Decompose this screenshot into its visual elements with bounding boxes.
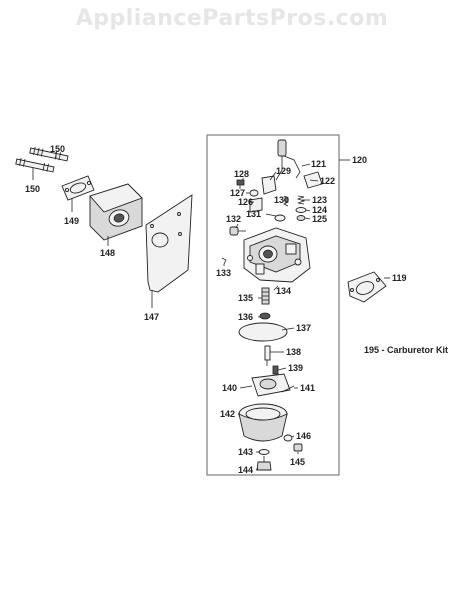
float-140 — [251, 373, 291, 397]
callout-125: 125 — [312, 214, 327, 224]
callout-120: 120 — [352, 155, 367, 165]
callout-137: 137 — [296, 323, 311, 333]
spring-123 — [296, 195, 306, 205]
callout-150-upper: 150 — [50, 144, 65, 154]
callout-140: 140 — [222, 383, 237, 393]
spacer-148 — [89, 183, 143, 241]
callout-136: 136 — [238, 312, 253, 322]
clip-139 — [272, 365, 279, 375]
washer-131 — [274, 214, 286, 222]
watermark-logo: AppliancePartsPros.com — [75, 6, 389, 31]
callout-129: 129 — [276, 166, 291, 176]
carburetor-body — [243, 227, 311, 283]
screw-132 — [229, 226, 246, 236]
bowl-bolt-144 — [256, 456, 272, 471]
callout-124: 124 — [312, 205, 327, 215]
callout-141: 141 — [300, 383, 315, 393]
bowl-gasket-137 — [238, 322, 288, 342]
choke-shaft-121 — [275, 139, 301, 181]
drain-screw-145 — [293, 443, 303, 452]
bracket-126 — [249, 197, 263, 213]
callout-138: 138 — [286, 347, 301, 357]
callout-123: 123 — [312, 195, 327, 205]
callout-149: 149 — [64, 216, 79, 226]
callout-132: 132 — [226, 214, 241, 224]
float-bowl-142 — [238, 403, 288, 442]
callout-122: 122 — [320, 176, 335, 186]
stud-lower — [15, 157, 55, 173]
gasket-149 — [61, 175, 95, 201]
washer-146 — [283, 434, 293, 442]
float-needle-138 — [264, 345, 271, 366]
callout-147: 147 — [144, 312, 159, 322]
callout-130: 130 — [274, 195, 289, 205]
screw-128 — [236, 179, 245, 189]
spring-130 — [283, 195, 289, 207]
callout-134: 134 — [276, 286, 291, 296]
callout-135: 135 — [238, 293, 253, 303]
callout-127: 127 — [230, 188, 245, 198]
callout-119: 119 — [392, 273, 407, 283]
callout-142: 142 — [220, 409, 235, 419]
screw-133 — [221, 257, 227, 265]
callout-131: 131 — [246, 209, 261, 219]
washer-124 — [295, 207, 307, 213]
callout-144: 144 — [238, 465, 253, 475]
nozzle-136 — [259, 312, 271, 320]
heat-shield-147 — [145, 194, 193, 293]
carburetor-assembly-box — [206, 134, 340, 476]
callout-128: 128 — [234, 169, 249, 179]
callout-148: 148 — [100, 248, 115, 258]
callout-150-lower: 150 — [25, 184, 40, 194]
callout-145: 145 — [290, 457, 305, 467]
callout-146: 146 — [296, 431, 311, 441]
float-pin-141 — [281, 385, 295, 393]
callout-121: 121 — [311, 159, 326, 169]
callout-139: 139 — [288, 363, 303, 373]
callout-143: 143 — [238, 447, 253, 457]
seal-125 — [296, 215, 306, 221]
washer-143 — [258, 449, 270, 455]
gasket-119 — [347, 271, 387, 303]
lever-129 — [261, 175, 277, 195]
washer-127 — [249, 189, 259, 197]
callout-126: 126 — [238, 197, 253, 207]
carburetor-kit-label: 195 - Carburetor Kit — [364, 345, 448, 355]
callout-133: 133 — [216, 268, 231, 278]
callout-labels: 150 150 149 148 147 120 121 122 123 124 … — [25, 144, 448, 475]
main-jet-135 — [261, 287, 270, 305]
leader-lines — [32, 152, 390, 471]
